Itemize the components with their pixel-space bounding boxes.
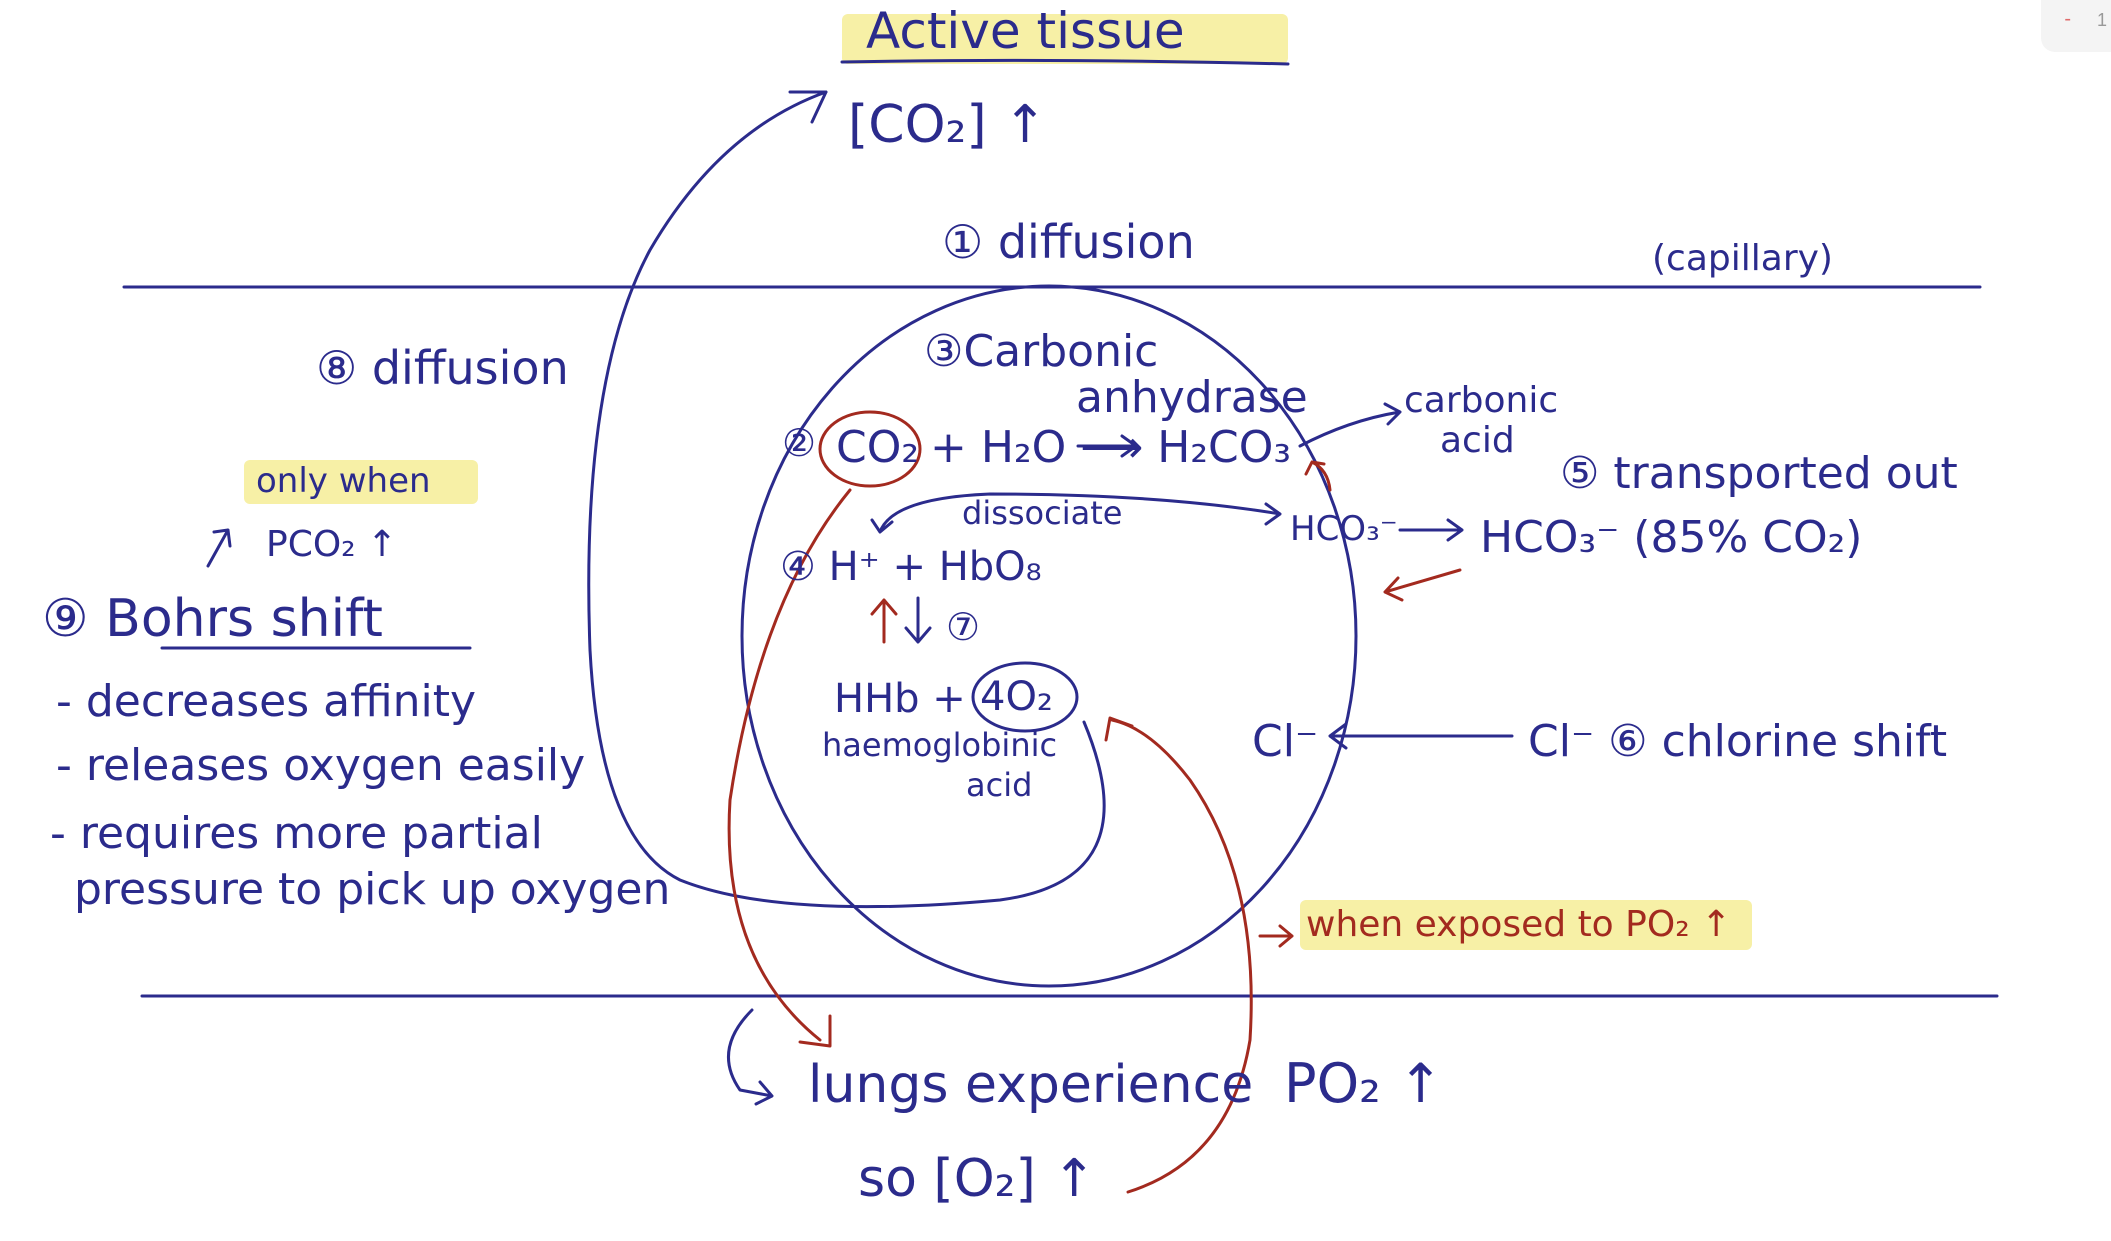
hhb-label: HHb + [834, 676, 966, 722]
highlight-when-exposed [1300, 900, 1752, 950]
eq-arrow [1076, 434, 1138, 458]
bicarbonate-out: HCO₃⁻ (85% CO₂) [1480, 512, 1862, 563]
oxygen-4o2: 4O₂ [980, 674, 1053, 720]
bohr-bullet-4: pressure to pick up oxygen [74, 864, 670, 915]
capillary-label: (capillary) [1652, 238, 1833, 279]
equation-co2: CO₂ [836, 422, 919, 473]
o2-to-hb-arrow [1110, 718, 1253, 1194]
h2co3-return-arrow [1304, 460, 1332, 492]
lungs-hook-arrow [726, 1008, 774, 1106]
diffusion-loop-arrowhead [788, 90, 828, 124]
only-when-arrow [206, 528, 232, 568]
dissociate-arrow [870, 492, 1282, 534]
highlight-active-tissue [842, 14, 1288, 64]
o2-to-hb-arrowhead [1104, 716, 1134, 742]
hco3-return-arrow [1383, 568, 1462, 602]
step-1-diffusion: ① diffusion [942, 215, 1195, 269]
h-up-arrow [870, 598, 898, 644]
only-when-line1: only when [256, 461, 431, 501]
h-down-arrow [904, 596, 932, 644]
chloride-inner: Cl⁻ [1252, 716, 1318, 767]
lungs-experience: lungs experience [808, 1055, 1253, 1115]
step-8-diffusion: ⑧ diffusion [316, 341, 569, 395]
haemoglobinic-line2: acid [966, 766, 1032, 804]
co2-red-circle [818, 410, 922, 488]
step-5-transported-out: ⑤ transported out [1560, 448, 1958, 499]
step-4-hydrogen: ④ H⁺ + HbO₈ [780, 544, 1042, 590]
carbonic-acid-line1: carbonic [1404, 380, 1558, 421]
title-active-tissue: Active tissue [866, 2, 1185, 60]
bohr-bullet-1: - decreases affinity [56, 676, 476, 727]
title-underline [840, 58, 1290, 66]
step-7-marker: ⑦ [946, 605, 980, 649]
carbonic-anhydrase-line1: ③Carbonic [924, 326, 1158, 377]
corner-dash-icon: - [2064, 8, 2071, 30]
bohr-bullet-3: - requires more partial [50, 808, 543, 859]
step-2-marker: ② [782, 421, 816, 465]
bohr-bullet-2: - releases oxygen easily [56, 740, 585, 791]
co2-to-lungs-arrowhead [798, 1014, 832, 1048]
when-exposed-label: when exposed to PO₂ ↑ [1306, 904, 1731, 945]
dissociate-label: dissociate [962, 494, 1122, 532]
o2-concentration-up: so [O₂] ↑ [858, 1149, 1096, 1209]
when-exposed-arrow [1258, 924, 1294, 948]
red-blood-cell [740, 284, 1358, 988]
co2-concentration-up: [CO₂] ↑ [848, 95, 1047, 155]
co2-to-lungs-arrow [727, 488, 852, 1042]
carbonic-anhydrase-line2: anhydrase [1076, 372, 1308, 423]
hco3-out-arrow [1398, 518, 1464, 542]
equation-rest: + H₂O ⟶ H₂CO₃ [930, 422, 1291, 473]
carbonic-acid-line2: acid [1440, 420, 1515, 461]
step-6-chlorine-shift: Cl⁻ ⑥ chlorine shift [1528, 716, 1947, 767]
corner-tab[interactable] [2041, 0, 2111, 52]
bicarbonate-inner: HCO₃⁻ [1290, 509, 1398, 549]
chloride-arrow [1328, 722, 1514, 750]
o2-blue-circle [971, 661, 1079, 733]
po2-up: PO₂ ↑ [1284, 1052, 1443, 1115]
corner-badge: 1 [2096, 10, 2107, 30]
only-when-line2: PCO₂ ↑ [266, 524, 397, 565]
diffusion-loop-arrow [587, 90, 1106, 909]
h2co3-to-carbonic-acid-arrow [1298, 402, 1402, 448]
step-9-bohrs-shift: ⑨ Bohrs shift [42, 589, 383, 649]
highlight-only-when [244, 460, 478, 504]
haemoglobinic-line1: haemoglobinic [822, 726, 1057, 764]
